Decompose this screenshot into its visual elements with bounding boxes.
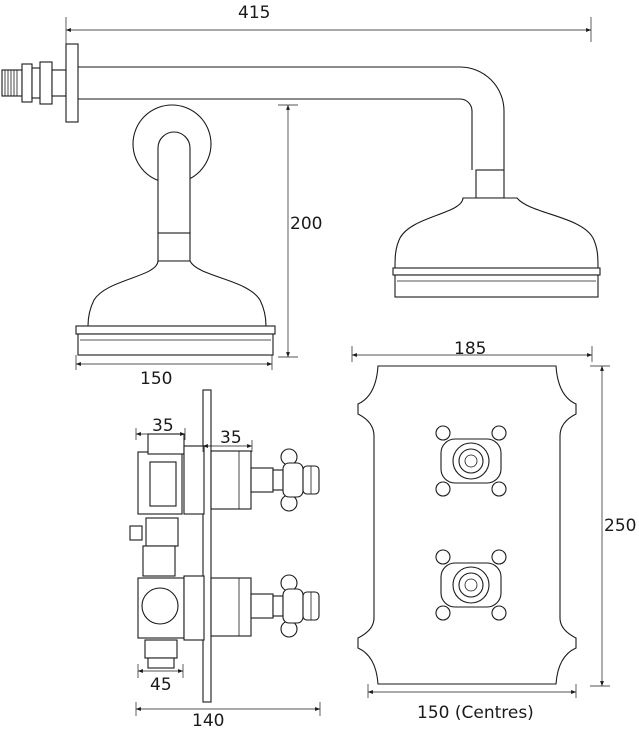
threaded-inlet (1, 61, 67, 105)
dim-label-valve-centres: 150 (Centres) (417, 703, 534, 723)
shower-head-front (87, 260, 267, 327)
dim-label-spindle-depth-a: 35 (152, 416, 174, 436)
shower-arm-side-view (1, 43, 601, 298)
upper-handle-side (272, 448, 320, 512)
shower-head-right (394, 197, 599, 269)
valve-side-view (129, 389, 320, 703)
lower-cross-handle (435, 549, 507, 621)
dim-label-drop-height: 200 (290, 214, 322, 234)
dim-label-plate-width: 185 (454, 339, 486, 359)
arm-pipe (78, 66, 505, 170)
front-arm-drop (157, 131, 191, 234)
upper-cross-handle (435, 425, 507, 497)
dim-label-arm-projection: 415 (238, 3, 270, 23)
valve-front-view (357, 365, 577, 685)
dim-label-head-diameter: 150 (140, 369, 172, 389)
dim-label-overall-depth: 140 (192, 711, 224, 731)
arm-collar (475, 169, 505, 199)
dim-label-body-width: 45 (150, 675, 172, 695)
dimension-lines (65, 17, 610, 716)
dim-label-spindle-depth-b: 35 (220, 428, 242, 448)
shower-arm-front-view (75, 104, 276, 356)
lower-handle-side (272, 574, 320, 638)
wall-flange (65, 43, 79, 123)
dim-label-plate-height: 250 (604, 516, 636, 536)
front-collar (157, 232, 191, 262)
wall-plate-front (357, 365, 577, 685)
wall-plate-side (202, 389, 212, 703)
